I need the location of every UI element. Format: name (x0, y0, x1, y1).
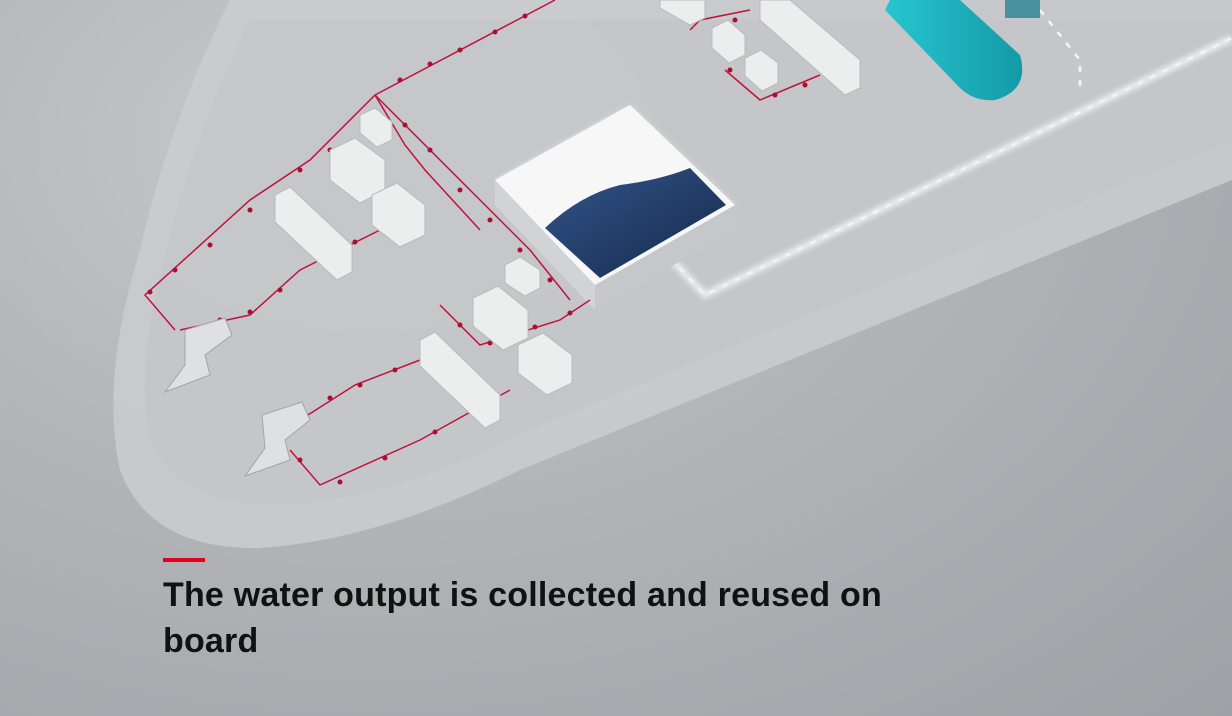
caption-text: The water output is collected and reused… (163, 576, 882, 660)
fresh-water-tank (495, 105, 735, 310)
accent-bar (163, 558, 205, 562)
red-control-nodes (147, 13, 808, 485)
azimuth-thruster-icon (163, 317, 311, 478)
caption-block: The water output is collected and reused… (163, 558, 883, 664)
ship-hull-inner (145, 20, 1232, 505)
water-tank-icon (885, 0, 1040, 101)
fuel-cell-module-icon (274, 0, 861, 429)
